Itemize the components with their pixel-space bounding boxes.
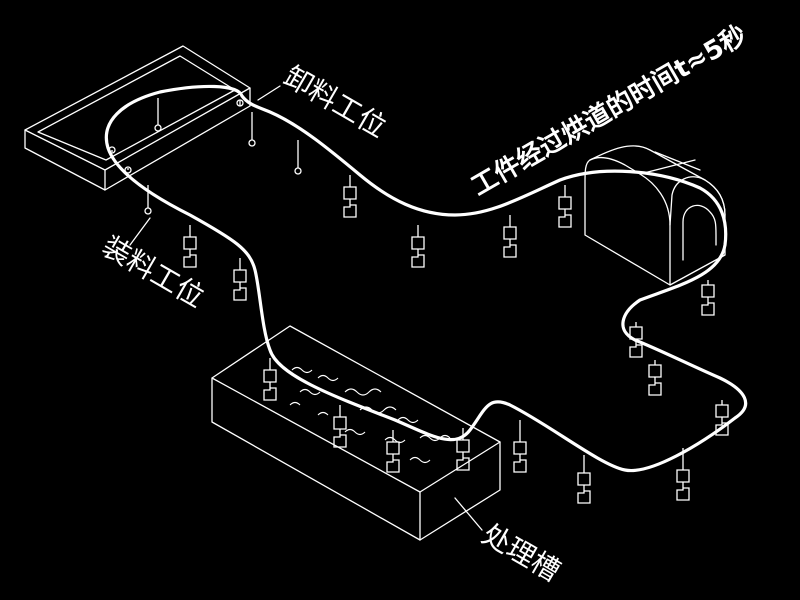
tank-liquid [289,366,451,464]
oven-time-label: 工件经过烘道的时间t≈5秒 [466,19,752,202]
drying-oven [584,145,726,286]
workpiece-hangers [183,175,729,504]
treatment-tank [211,325,501,541]
ring-hooks [108,98,302,215]
loading-tray [24,45,251,191]
leader-lines [129,85,483,531]
conveyor-track [104,84,748,473]
unload-station-label: 卸料工位 [279,59,393,144]
load-station-label: 装料工位 [97,229,211,314]
treatment-tank-label: 处理槽 [477,517,566,588]
